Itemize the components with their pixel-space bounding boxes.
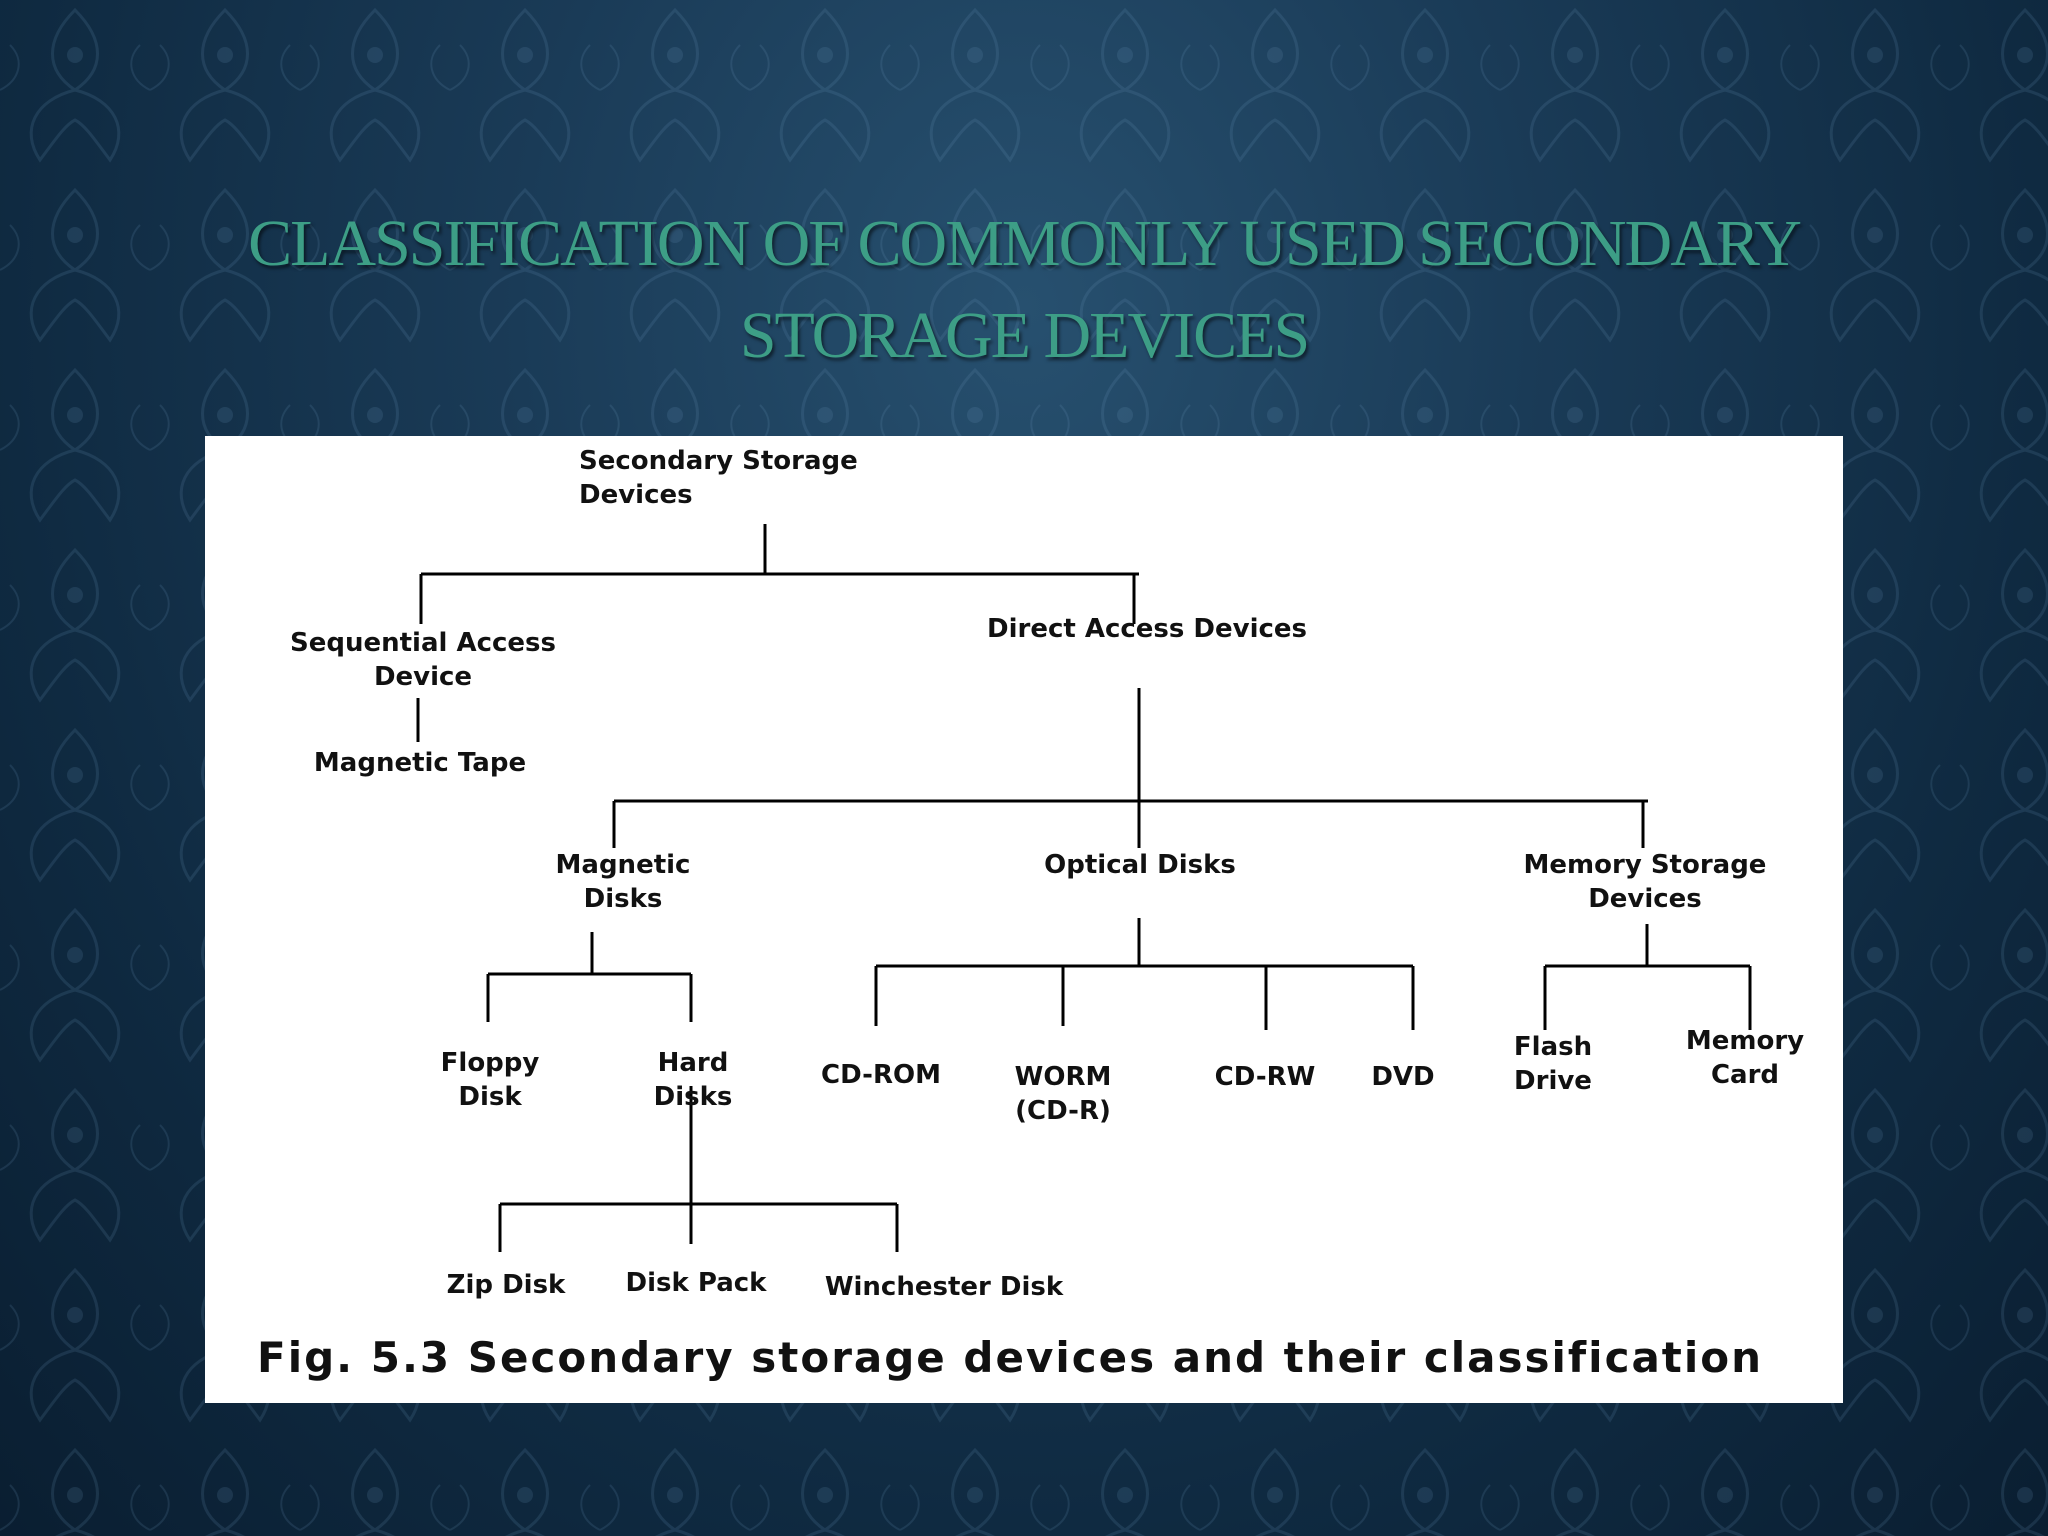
- slide-title-line-1: Classification of commonly used secondar…: [248, 207, 1802, 280]
- node-secondary-storage-devices: Secondary Storage Devices: [579, 446, 858, 510]
- node-disk-pack: Disk Pack: [625, 1268, 767, 1298]
- node-hard-disks: Hard Disks: [653, 1048, 733, 1112]
- node-magnetic-disks: Magnetic Disks: [555, 850, 691, 914]
- node-magnetic-tape: Magnetic Tape: [313, 748, 527, 778]
- slide-title-line-2: storage devices: [739, 299, 1310, 372]
- node-floppy-disk: Floppy Disk: [440, 1048, 540, 1112]
- node-flash-drive: Flash Drive: [1513, 1032, 1593, 1096]
- slide-title: Classification of commonly used secondar…: [180, 198, 1868, 382]
- diagram-connectors: [416, 524, 1752, 1252]
- node-dvd: DVD: [1371, 1062, 1435, 1092]
- diagram-figure: Secondary Storage Devices Sequential Acc…: [205, 436, 1843, 1403]
- node-worm-cd-r: WORM (CD-R): [1014, 1062, 1112, 1126]
- node-cd-rw: CD-RW: [1214, 1062, 1316, 1092]
- node-cd-rom: CD-ROM: [821, 1060, 941, 1090]
- node-sequential-access-device: Sequential Access Device: [289, 628, 556, 692]
- node-optical-disks: Optical Disks: [1044, 850, 1236, 880]
- node-memory-storage-devices: Memory Storage Devices: [1523, 850, 1767, 914]
- node-memory-card: Memory Card: [1685, 1026, 1805, 1090]
- node-winchester-disk: Winchester Disk: [824, 1272, 1064, 1302]
- node-zip-disk: Zip Disk: [446, 1270, 566, 1300]
- figure-caption: Fig. 5.3 Secondary storage devices and t…: [257, 1333, 1764, 1382]
- node-direct-access-devices: Direct Access Devices: [987, 614, 1308, 644]
